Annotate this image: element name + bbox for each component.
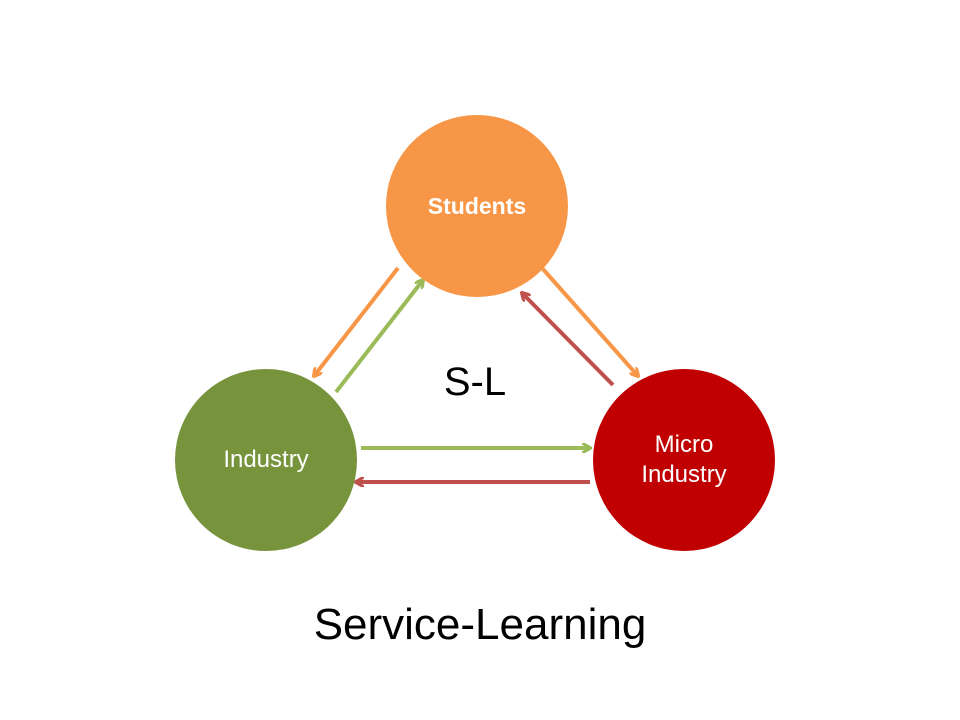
micro-industry-label-line1: Micro [654,431,714,458]
arrow-micro-industry-to-students [522,293,615,387]
micro-industry-node: Micro Industry [593,369,775,551]
center-label: S-L [443,360,507,404]
arrow-students-to-industry [314,266,400,376]
arrow-industry-to-students [334,280,423,394]
industry-node: Industry [175,369,357,551]
students-node: Students [386,115,568,297]
diagram-caption: Service-Learning [313,600,647,649]
industry-label: Industry [223,446,309,473]
students-label: Students [427,192,527,219]
micro-industry-label-line2: Industry [641,461,727,488]
arrow-students-to-micro-industry [540,266,638,376]
